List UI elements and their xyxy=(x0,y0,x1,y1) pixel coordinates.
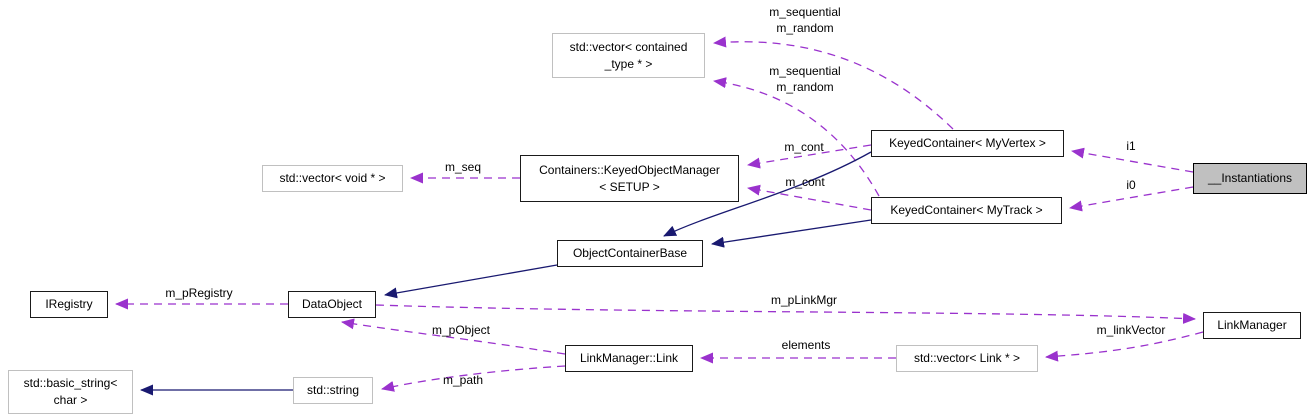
edge-myvertex-to-vector-contained xyxy=(713,36,954,130)
edge-myvertex-to-keyedobjectmanager xyxy=(747,144,872,169)
node-iregistry[interactable]: IRegistry xyxy=(30,291,108,318)
edge-label-mytrack-to-vector: m_sequential m_random xyxy=(769,64,841,94)
node-label: std::string xyxy=(306,383,360,398)
edge-label-i0: i0 xyxy=(1126,178,1136,192)
node-label: KeyedContainer< MyVertex > xyxy=(889,136,1046,151)
node-label: ObjectContainerBase xyxy=(572,246,688,261)
edge-myvertex-to-objectcontainerbase xyxy=(663,151,872,237)
node-label: char > xyxy=(53,393,88,407)
node-label: Containers::KeyedObjectManager xyxy=(539,162,720,177)
edge-label-elements: elements xyxy=(781,338,831,352)
edge-linkmanager-to-vector-link xyxy=(1045,331,1204,362)
edge-objectcontainerbase-to-dataobject xyxy=(384,264,558,299)
node-object-container-base[interactable]: ObjectContainerBase xyxy=(557,240,703,267)
node-link-manager[interactable]: LinkManager xyxy=(1203,312,1301,339)
edge-label-m-pobject: m_pObject xyxy=(431,323,491,337)
node-std-string: std::string xyxy=(293,377,373,404)
edge-label-m-linkvector: m_linkVector xyxy=(1096,323,1166,337)
node-label: std::vector< void * > xyxy=(279,171,386,186)
node-std-vector-contained-type: std::vector< contained _type * > xyxy=(552,33,705,78)
node-link-manager-link[interactable]: LinkManager::Link xyxy=(565,345,693,372)
node-keyed-container-mytrack[interactable]: KeyedContainer< MyTrack > xyxy=(871,197,1062,224)
node-label: __Instantiations xyxy=(1207,171,1293,186)
node-label: DataObject xyxy=(301,297,363,312)
node-std-basic-string: std::basic_string< char > xyxy=(8,370,133,414)
node-data-object[interactable]: DataObject xyxy=(288,291,376,318)
edge-label-m-seq: m_seq xyxy=(444,160,482,174)
edge-label-m-pregistry: m_pRegistry xyxy=(165,286,233,300)
edge-mytrack-to-objectcontainerbase xyxy=(711,219,872,248)
edge-label-m-cont-upper: m_cont xyxy=(784,140,824,154)
node-label: KeyedContainer< MyTrack > xyxy=(890,203,1043,218)
node-label: std::vector< Link * > xyxy=(913,351,1021,366)
edge-label-m-plinkmgr: m_pLinkMgr xyxy=(770,293,838,307)
node-label: LinkManager::Link xyxy=(579,351,679,366)
edge-link-to-dataobject xyxy=(341,318,566,355)
edge-label-m-cont-lower: m_cont xyxy=(785,175,825,189)
edge-label-myvertex-to-vector: m_sequential m_random xyxy=(769,5,841,35)
edge-instantiations-to-myvertex xyxy=(1071,147,1194,173)
edge-label-m-path: m_path xyxy=(442,373,484,387)
node-std-vector-link: std::vector< Link * > xyxy=(896,345,1038,372)
node-label: IRegistry xyxy=(45,297,93,312)
node-keyed-container-myvertex[interactable]: KeyedContainer< MyVertex > xyxy=(871,130,1064,157)
node-instantiations: __Instantiations xyxy=(1193,163,1307,194)
node-label: < SETUP > xyxy=(599,179,660,194)
edge-mytrack-to-keyedobjectmanager xyxy=(747,184,872,211)
node-label: std::vector< contained xyxy=(569,39,688,54)
edge-mytrack-to-vector-contained xyxy=(713,77,880,197)
node-label: LinkManager xyxy=(1217,318,1287,333)
node-std-vector-void: std::vector< void * > xyxy=(262,165,403,192)
edge-label-i1: i1 xyxy=(1126,139,1136,153)
edge-dataobject-to-linkmanager xyxy=(375,304,1196,324)
node-label: _type * > xyxy=(604,56,653,71)
node-keyed-object-manager[interactable]: Containers::KeyedObjectManager < SETUP > xyxy=(520,155,739,202)
node-label: std::basic_string< xyxy=(23,376,118,391)
edge-instantiations-to-mytrack xyxy=(1069,186,1194,212)
